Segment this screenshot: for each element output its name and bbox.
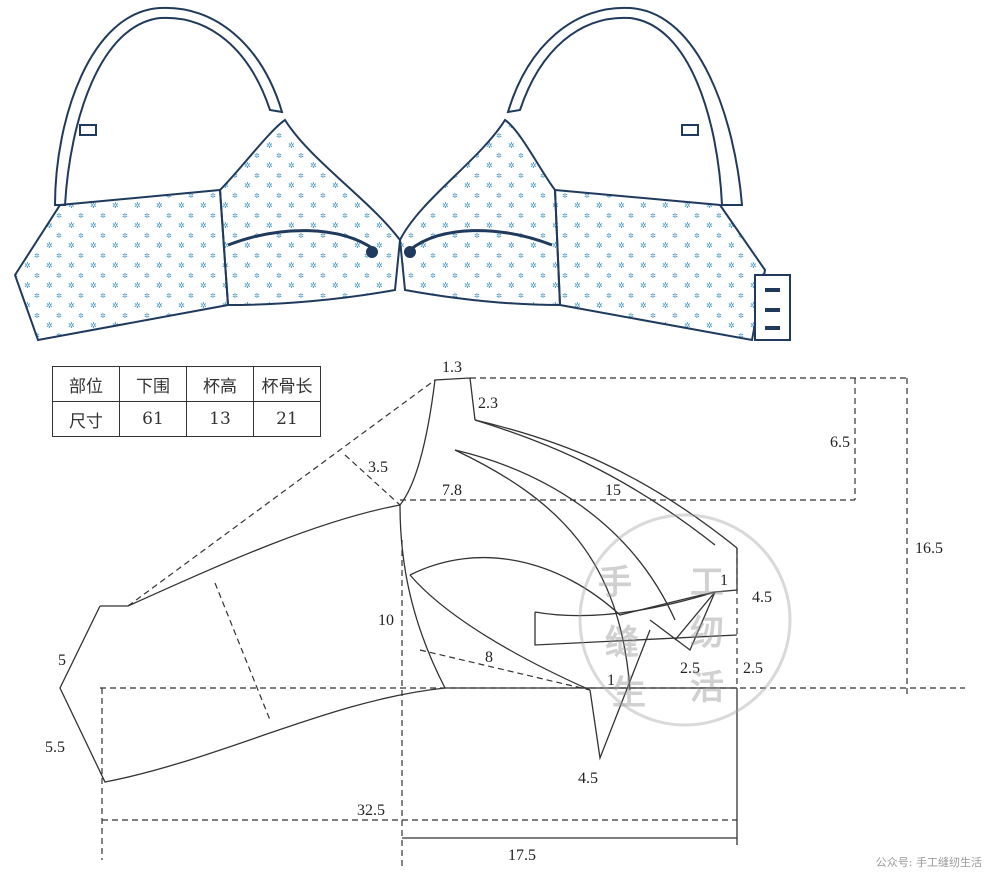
watermark-char: 手 <box>598 563 632 603</box>
bra-illustration <box>13 6 791 342</box>
watermark-char: 工 <box>690 563 724 603</box>
pattern-draft <box>59 377 965 870</box>
svg-text:1: 1 <box>607 672 615 689</box>
svg-text:4.5: 4.5 <box>752 589 772 606</box>
svg-text:6.5: 6.5 <box>830 434 850 451</box>
watermark-char: 缝 <box>605 623 639 663</box>
svg-text:1: 1 <box>720 572 728 589</box>
svg-text:7.8: 7.8 <box>442 482 462 499</box>
svg-text:17.5: 17.5 <box>508 847 536 864</box>
left-band <box>13 188 230 342</box>
table-header-row: 部位 下围 杯高 杯骨长 <box>52 366 321 402</box>
right-cup-seam <box>409 229 553 252</box>
right-strap <box>506 6 744 206</box>
table-cell: 61 <box>119 401 187 437</box>
svg-text:2.3: 2.3 <box>478 395 498 412</box>
right-band <box>553 188 767 342</box>
svg-text:16.5: 16.5 <box>915 540 943 557</box>
dimension-labels: 1.3 2.3 6.5 3.5 7.8 15 16.5 4.5 1 10 8 2… <box>45 359 943 864</box>
table-row: 尺寸 61 13 21 <box>52 401 321 437</box>
left-cup <box>218 118 402 307</box>
watermark-char: 纫 <box>690 613 724 653</box>
credit-text: 公众号: 手工缝纫生活 <box>875 856 982 869</box>
left-strap <box>53 6 284 206</box>
svg-text:5.5: 5.5 <box>45 739 65 756</box>
svg-text:8: 8 <box>485 649 493 666</box>
svg-text:10: 10 <box>378 612 394 629</box>
svg-text:2.5: 2.5 <box>680 660 700 677</box>
watermark-char: 生 <box>612 673 646 713</box>
svg-text:3.5: 3.5 <box>368 459 388 476</box>
watermark-char: 活 <box>690 668 724 708</box>
table-cell: 21 <box>253 401 321 437</box>
table-cell: 13 <box>186 401 254 437</box>
size-table: 部位 下围 杯高 杯骨长 尺寸 61 13 21 <box>52 366 321 437</box>
left-cup-seam <box>227 229 376 252</box>
table-cell: 尺寸 <box>52 401 120 437</box>
svg-text:2.5: 2.5 <box>743 660 763 677</box>
svg-text:32.5: 32.5 <box>357 802 385 819</box>
svg-text:4.5: 4.5 <box>578 770 598 787</box>
header-cell: 部位 <box>52 366 120 402</box>
header-cell: 杯骨长 <box>253 366 321 402</box>
svg-text:15: 15 <box>605 482 621 499</box>
header-cell: 杯高 <box>186 366 254 402</box>
svg-text:1.3: 1.3 <box>442 359 462 376</box>
header-cell: 下围 <box>119 366 187 402</box>
watermark-circle <box>578 513 792 727</box>
hook-closure <box>754 274 791 341</box>
right-cup <box>398 118 562 307</box>
svg-text:5: 5 <box>58 652 66 669</box>
